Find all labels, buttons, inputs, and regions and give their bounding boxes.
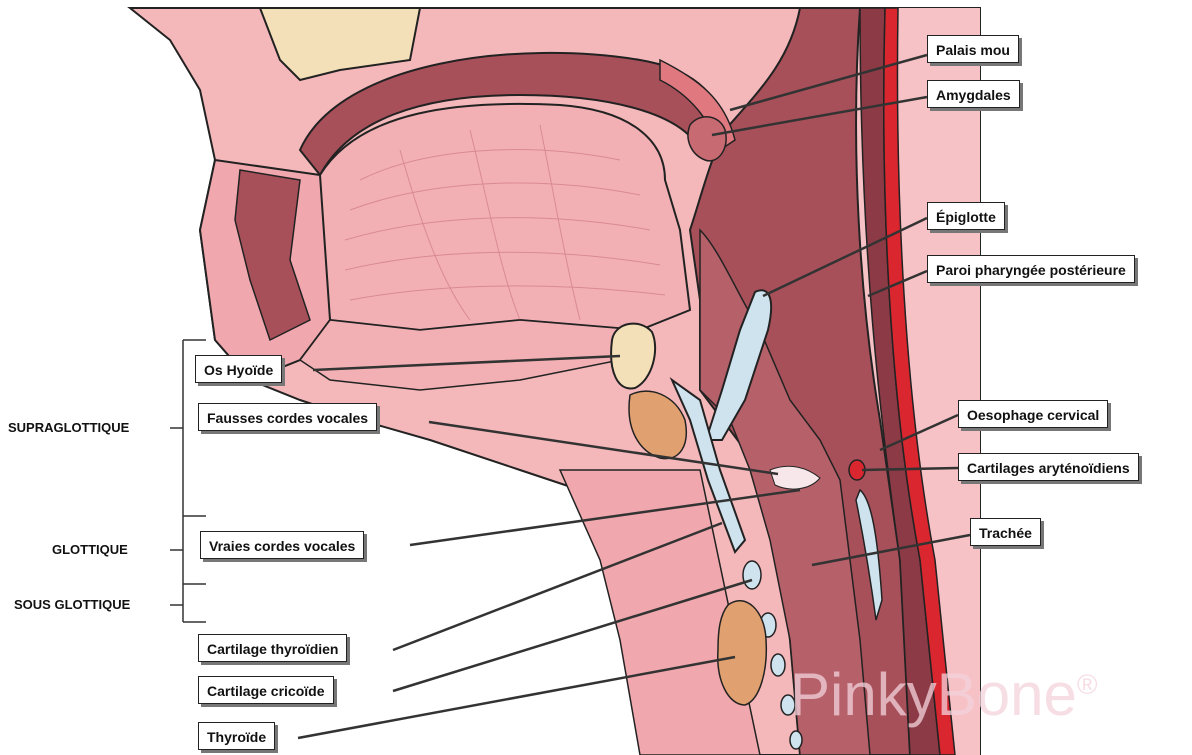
label-os-hyoide: Os Hyoïde — [195, 355, 282, 383]
label-vraies-cordes: Vraies cordes vocales — [200, 531, 364, 559]
label-palais-mou: Palais mou — [927, 35, 1019, 63]
label-cartilage-cricoide: Cartilage cricoïde — [198, 676, 334, 704]
label-cartilage-thyroidien: Cartilage thyroïdien — [198, 634, 347, 662]
region-glottique: GLOTTIQUE — [52, 542, 128, 557]
label-thyroide: Thyroïde — [198, 722, 275, 750]
label-amygdales: Amygdales — [927, 80, 1020, 108]
label-trachee: Trachée — [970, 518, 1041, 546]
watermark: PinkyBone® — [790, 660, 1098, 729]
region-supraglottique: SUPRAGLOTTIQUE — [8, 420, 129, 435]
region-sous-glottique: SOUS GLOTTIQUE — [14, 597, 130, 612]
watermark-mark: ® — [1077, 669, 1098, 700]
label-epiglotte: Épiglotte — [927, 202, 1005, 230]
thyroid-gland — [718, 601, 767, 705]
label-oesophage: Oesophage cervical — [958, 400, 1108, 428]
label-fausses-cordes: Fausses cordes vocales — [198, 403, 377, 431]
label-paroi-pharyngee: Paroi pharyngée postérieure — [927, 255, 1135, 283]
label-cartilages-arytenoidiens: Cartilages aryténoïdiens — [958, 453, 1139, 481]
watermark-text: PinkyBone — [790, 661, 1077, 728]
